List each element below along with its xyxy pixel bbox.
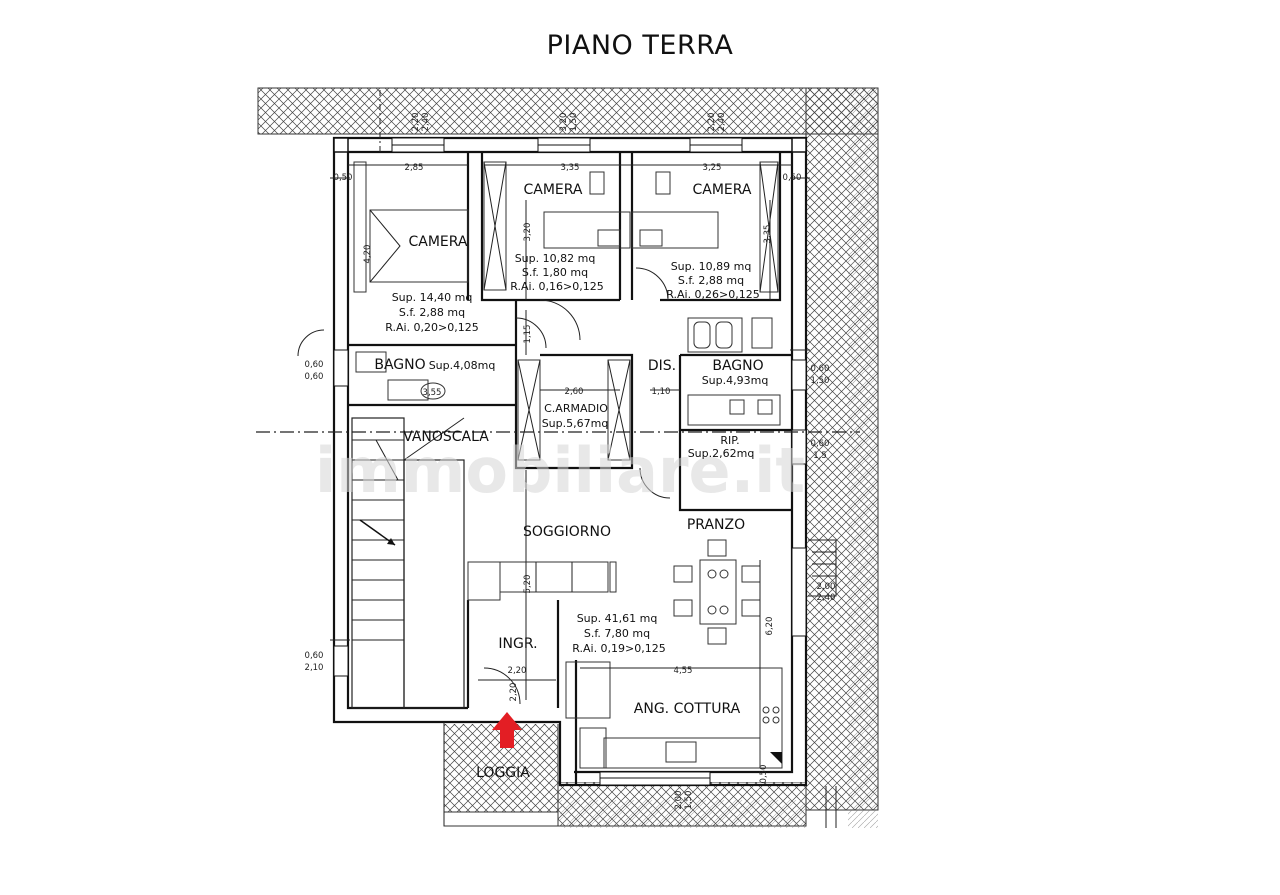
dim-335v: 3,35 [763, 225, 773, 244]
bagno2-sup: Sup.4,93mq [702, 374, 769, 387]
camera3-name: CAMERA [692, 182, 751, 198]
loggia-name: LOGGIA [476, 765, 530, 781]
rip-name: RIP. [720, 434, 739, 447]
dim-220c: 2,20 [508, 666, 527, 676]
dim-260: 2,60 [565, 387, 584, 397]
entrance-arrow-icon [492, 712, 522, 748]
camera2-name: CAMERA [523, 182, 582, 198]
dim-150b: 1,50 [811, 376, 830, 386]
external-paving [257, 87, 879, 828]
dim-325: 3,25 [703, 163, 722, 173]
dim-355: 3,55 [423, 388, 442, 398]
dim-210: 2,10 [305, 663, 324, 673]
loggia-details [443, 722, 837, 828]
dim-150d: 1,50 [684, 791, 694, 810]
living-furniture [467, 539, 761, 645]
dis-name: DIS. [648, 358, 676, 374]
dim-240b: 2,40 [717, 113, 727, 132]
dim-320v: 3,20 [523, 223, 533, 242]
dim-050b: 0,50 [783, 173, 802, 183]
dim-455: 4,55 [674, 666, 693, 676]
kitchen-fixtures [565, 661, 783, 769]
beds [369, 171, 719, 283]
dim-520: 5,20 [523, 575, 533, 594]
camera2-sf: S.f. 1,80 mq [522, 266, 588, 279]
camera3-sf: S.f. 2,88 mq [678, 274, 744, 287]
camera2-sup: Sup. 10,82 mq [515, 252, 596, 265]
dim-110: 1,10 [652, 387, 671, 397]
dim-320a: 3,20 [559, 113, 569, 132]
dim-620: 6,20 [765, 617, 775, 636]
camera3-sup: Sup. 10,89 mq [671, 260, 752, 273]
dim-150c: 1,5 [813, 451, 827, 461]
ang-cottura-name: ANG. COTTURA [634, 701, 741, 717]
dimension-texts: 2,85 3,35 3,25 0,50 0,50 2,20 2,40 3,20 … [305, 113, 836, 810]
dim-200b: 2,00 [674, 791, 684, 810]
plan-title: PIANO TERRA [546, 30, 734, 61]
wardrobes [353, 161, 779, 461]
dim-060c: 0,60 [811, 364, 830, 374]
dimension-lines [348, 164, 792, 700]
staircase [351, 417, 465, 709]
windows [333, 137, 807, 786]
dim-115: 1,15 [523, 325, 533, 344]
soggiorno-rai: R.Ai. 0,19>0,125 [572, 642, 666, 655]
dim-050a: 0,50 [334, 173, 353, 183]
dim-060a: 0,60 [305, 360, 324, 370]
carmadio-sup: Sup.5,67mq [542, 417, 609, 430]
camera1-name: CAMERA [408, 234, 467, 250]
dim-150a: 1,50 [569, 113, 579, 132]
dim-420: 4,20 [363, 245, 373, 264]
dim-220d: 2,20 [509, 683, 519, 702]
carmadio-name: C.ARMADIO [544, 402, 608, 415]
soggiorno-sup: Sup. 41,61 mq [577, 612, 658, 625]
dim-220a: 2,20 [411, 113, 421, 132]
camera1-sup: Sup. 14,40 mq [392, 291, 473, 304]
ingr-name: INGR. [498, 636, 537, 652]
pranzo-name: PRANZO [687, 517, 745, 533]
bathroom-fixtures [355, 317, 781, 426]
dim-240a: 2,40 [421, 113, 431, 132]
doors [297, 267, 837, 705]
dim-060d: 0,60 [811, 439, 830, 449]
bagno1-sup: Sup.4,08mq [429, 359, 496, 372]
rip-sup: Sup.2,62mq [688, 447, 755, 460]
bagno2-name: BAGNO [712, 358, 763, 374]
watermark: immobiliare.it [315, 434, 805, 507]
dim-200a: 2,00 [817, 582, 836, 592]
dim-050c: 0,50 [759, 765, 769, 784]
camera2-rai: R.Ai. 0,16>0,125 [510, 280, 604, 293]
dim-060e: 0,60 [305, 651, 324, 661]
camera3-rai: R.Ai. 0,26>0,125 [666, 288, 760, 301]
soggiorno-sf: S.f. 7,80 mq [584, 627, 650, 640]
room-labels: CAMERA Sup. 14,40 mq S.f. 2,88 mq R.Ai. … [374, 182, 768, 781]
section-axis [256, 90, 860, 433]
camera1-rai: R.Ai. 0,20>0,125 [385, 321, 479, 334]
dim-220b: 2,20 [707, 113, 717, 132]
bagno1-name: BAGNO [374, 357, 425, 373]
dim-285: 2,85 [405, 163, 424, 173]
vanoscala-name: VANOSCALA [403, 429, 489, 445]
soggiorno-name: SOGGIORNO [523, 524, 611, 540]
dim-335: 3,35 [561, 163, 580, 173]
dim-060b: 0,60 [305, 372, 324, 382]
camera1-sf: S.f. 2,88 mq [399, 306, 465, 319]
dim-240c: 2,40 [817, 593, 836, 603]
